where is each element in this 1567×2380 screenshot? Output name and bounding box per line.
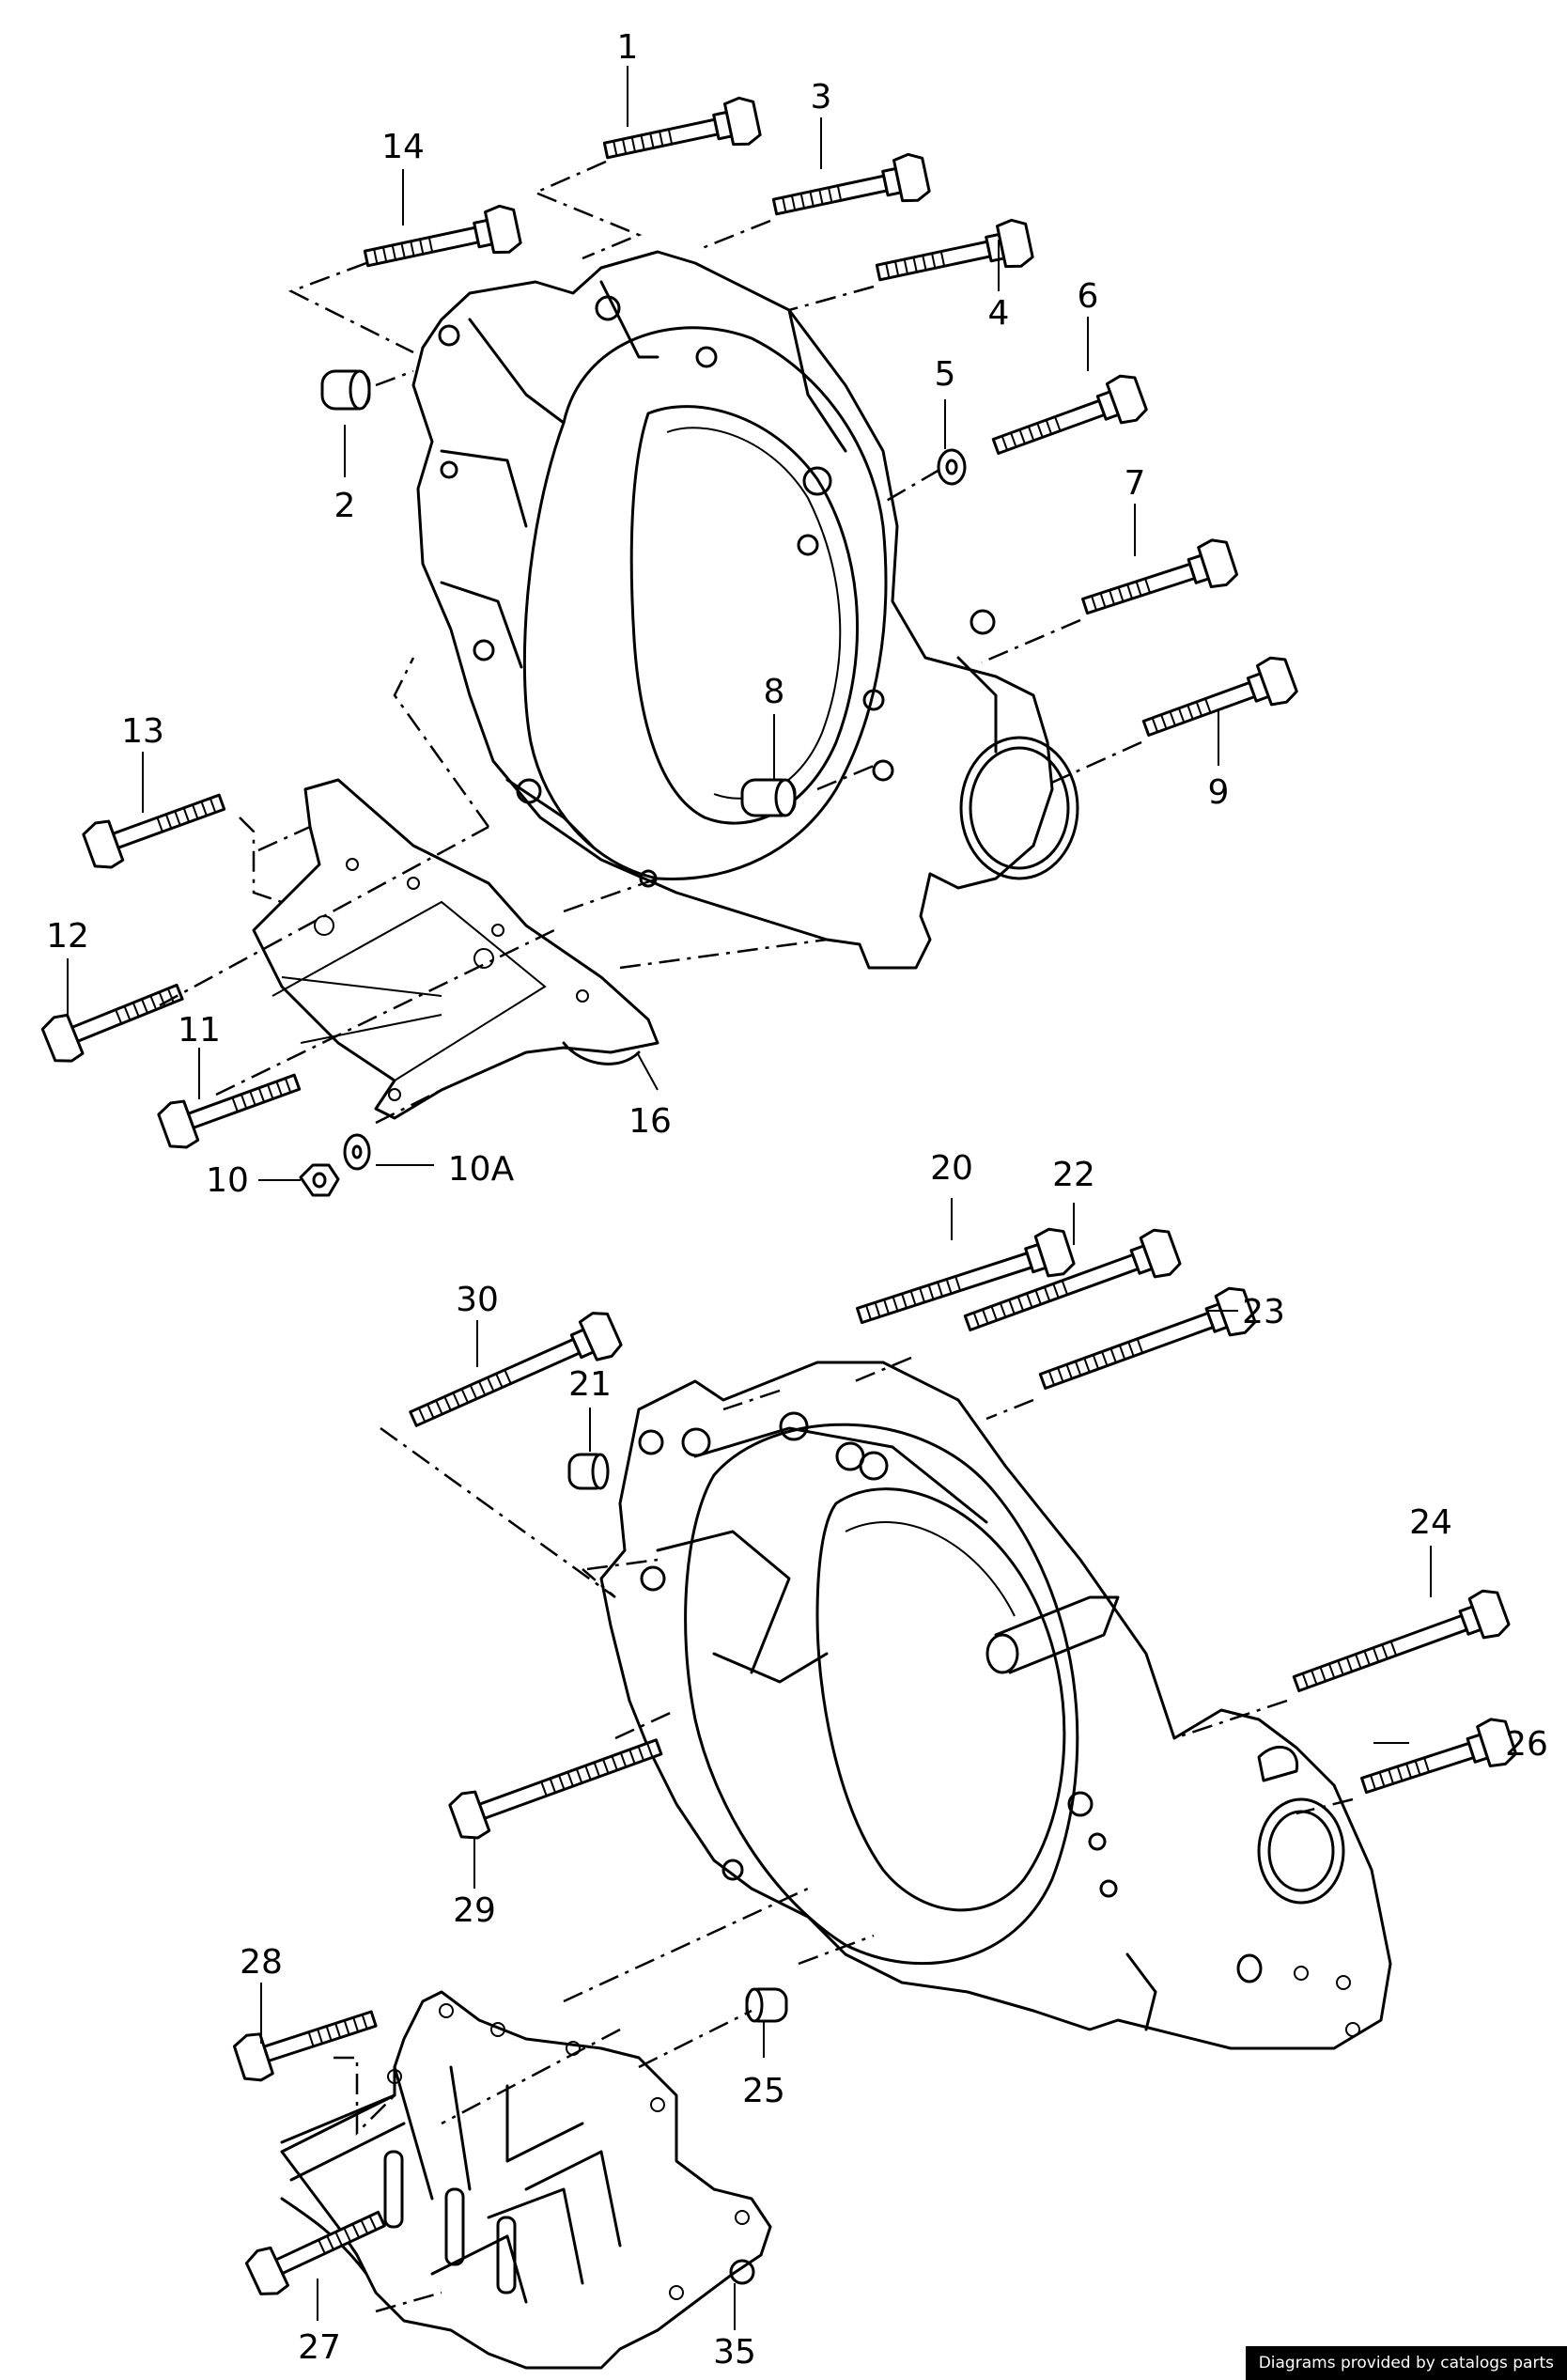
callout-26: 26 — [1505, 1725, 1548, 1764]
callout-12: 12 — [46, 917, 89, 956]
callout-10A: 10A — [448, 1150, 515, 1189]
diagram-credit: Diagrams provided by catalogs parts — [1245, 2346, 1567, 2380]
washer-10A — [343, 1133, 371, 1171]
callout-16: 16 — [628, 1102, 672, 1141]
callout-21: 21 — [568, 1365, 612, 1404]
callout-14: 14 — [381, 128, 425, 166]
callout-5: 5 — [935, 355, 956, 394]
nut-10 — [299, 1163, 340, 1197]
bolt-11 — [154, 1058, 307, 1154]
bolt-29 — [445, 1723, 669, 1844]
callout-35: 35 — [713, 2333, 756, 2372]
callout-27: 27 — [298, 2328, 341, 2367]
bolt-26 — [1355, 1714, 1520, 1810]
callout-20: 20 — [930, 1149, 973, 1188]
bolt-4 — [872, 215, 1036, 297]
bolt-3 — [768, 149, 933, 231]
bolt-1 — [599, 93, 764, 175]
washer-5 — [937, 448, 967, 486]
callout-13: 13 — [121, 712, 164, 751]
callout-4: 4 — [988, 294, 1010, 333]
bolt-12 — [39, 969, 190, 1068]
callout-7: 7 — [1125, 464, 1146, 503]
callout-24: 24 — [1409, 1503, 1452, 1542]
callout-2: 2 — [334, 487, 356, 525]
bolt-7 — [1076, 535, 1241, 630]
plug-25 — [745, 1987, 788, 2023]
lower-assembly-lines — [334, 1356, 1354, 2313]
bolt-22 — [957, 1223, 1184, 1346]
bolt-24 — [1286, 1584, 1513, 1707]
bolt-14 — [360, 201, 524, 283]
callout-25: 25 — [742, 2072, 785, 2110]
bolt-20 — [850, 1223, 1078, 1340]
callouts: 1 2 3 4 5 6 7 8 9 10 10A 11 12 13 14 16 … — [46, 28, 1548, 2372]
callout-23: 23 — [1242, 1293, 1285, 1331]
callout-6: 6 — [1078, 277, 1099, 316]
bolt-23 — [1032, 1282, 1259, 1405]
plug-21 — [567, 1453, 610, 1490]
callout-9: 9 — [1208, 773, 1230, 812]
callout-10: 10 — [206, 1161, 249, 1200]
lower-bellhousing — [599, 1361, 1392, 2050]
callout-29: 29 — [453, 1891, 496, 1930]
plug-2 — [320, 369, 371, 411]
callout-22: 22 — [1052, 1156, 1095, 1194]
callout-30: 30 — [456, 1281, 499, 1319]
upper-pan-cover — [252, 778, 659, 1120]
callout-28: 28 — [240, 1943, 283, 1982]
upper-assembly-lines — [159, 160, 1142, 1125]
bolt-28 — [230, 1995, 382, 2087]
callout-11: 11 — [178, 1011, 221, 1050]
lower-oil-pan — [280, 1990, 772, 2370]
callout-1: 1 — [617, 28, 639, 67]
upper-bellhousing — [411, 250, 1079, 970]
callout-8: 8 — [764, 673, 785, 711]
leader-lines — [67, 66, 1432, 2330]
callout-3: 3 — [811, 78, 832, 117]
pin-8 — [740, 778, 797, 817]
bolt-6 — [985, 369, 1151, 470]
bolt-13 — [79, 778, 232, 874]
